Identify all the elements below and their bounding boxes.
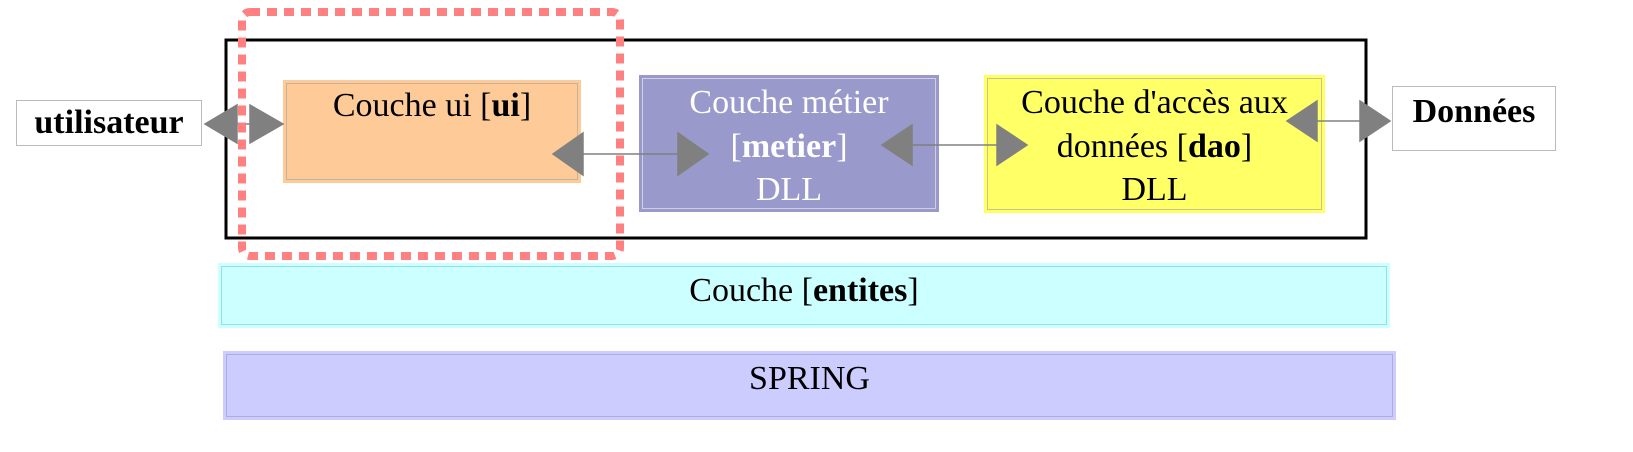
- metier-label-line1: Couche métier: [689, 84, 889, 121]
- ui-highlight-dashed-frame: [238, 8, 624, 260]
- dao-label-suffix: ]: [1240, 127, 1253, 165]
- ui-label-bold: ui: [491, 87, 520, 124]
- metier-bracket-close: ]: [836, 127, 848, 165]
- user-label: utilisateur: [34, 104, 184, 141]
- ui-metier-arrow: [551, 131, 710, 177]
- dao-label-prefix: données [: [1056, 127, 1188, 165]
- entites-label-bold: entites: [812, 272, 908, 309]
- user-ui-arrow: [203, 103, 285, 145]
- ui-label-prefix: Couche ui [: [332, 87, 492, 124]
- user-box: utilisateur: [16, 100, 202, 146]
- application-boundary: [224, 38, 1368, 240]
- entites-label-prefix: Couche [: [689, 272, 813, 309]
- metier-dao-arrow: [880, 123, 1029, 167]
- entites-label-suffix: ]: [907, 272, 919, 309]
- spring-layer-box: SPRING: [223, 351, 1396, 420]
- data-label: Données: [1412, 93, 1536, 130]
- metier-bracket-open: [: [730, 127, 742, 165]
- dao-label-line1: Couche d'accès aux: [1021, 84, 1288, 121]
- dao-data-arrow: [1285, 99, 1392, 143]
- metier-label-bold: metier: [741, 127, 837, 165]
- entites-layer-box: Couche [entites]: [218, 263, 1390, 328]
- dao-label-bold: dao: [1188, 127, 1241, 165]
- metier-label-dll: DLL: [755, 171, 823, 209]
- data-box: Données: [1392, 86, 1556, 151]
- ui-label-suffix: ]: [519, 87, 532, 124]
- spring-label: SPRING: [749, 360, 870, 397]
- dao-layer-box: Couche d'accès aux données [dao] DLL: [984, 75, 1325, 213]
- ui-layer-box: Couche ui [ui]: [283, 80, 581, 183]
- dao-label-dll: DLL: [1121, 171, 1188, 209]
